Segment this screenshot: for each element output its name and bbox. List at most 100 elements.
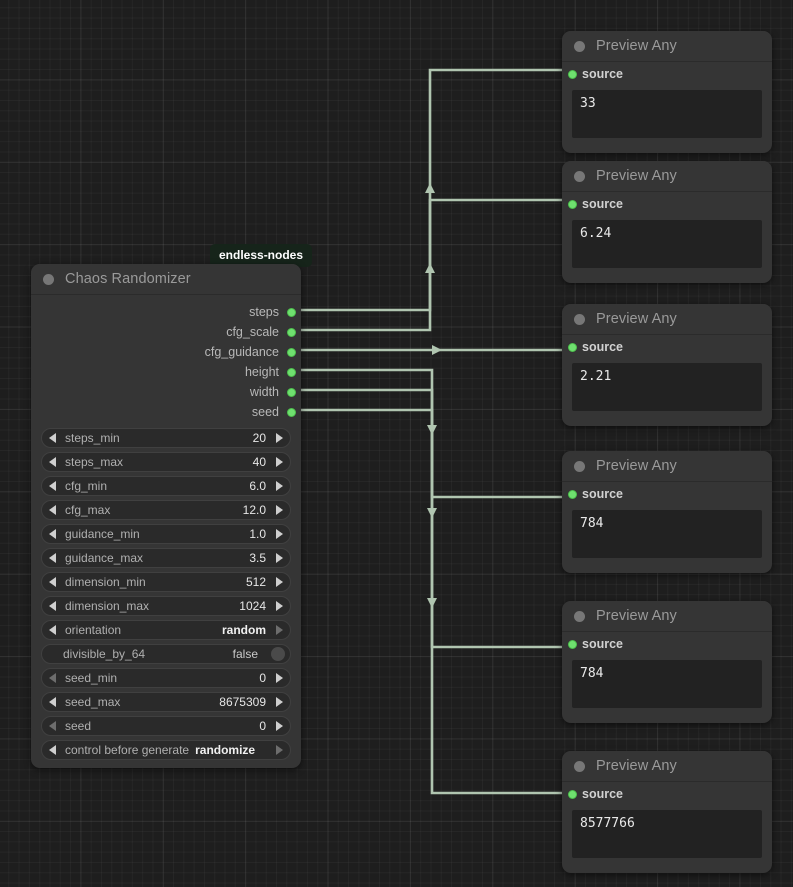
widget-value[interactable]: randomize: [195, 743, 256, 757]
collapse-dot-icon[interactable]: [574, 460, 585, 472]
widget-steps_min[interactable]: steps_min 20: [41, 428, 291, 448]
node-title-bar[interactable]: Preview Any: [562, 31, 772, 62]
output-slot-cfg_scale[interactable]: cfg_scale: [31, 322, 301, 342]
input-slot-dot[interactable]: [568, 342, 577, 352]
decrement-arrow-icon[interactable]: [49, 505, 56, 515]
widget-seed_max[interactable]: seed_max 8675309: [41, 692, 291, 712]
node-preview-any-1[interactable]: Preview Any source 33: [562, 31, 772, 153]
increment-arrow-icon[interactable]: [276, 553, 283, 563]
input-slot-dot[interactable]: [568, 489, 577, 499]
previous-option-arrow-icon[interactable]: [49, 745, 56, 755]
decrement-arrow-icon[interactable]: [49, 577, 56, 587]
node-preview-any-6[interactable]: Preview Any source 8577766: [562, 751, 772, 873]
widget-value[interactable]: 6.0: [249, 479, 266, 493]
node-title-bar[interactable]: Preview Any: [562, 304, 772, 335]
widget-guidance_max[interactable]: guidance_max 3.5: [41, 548, 291, 568]
increment-arrow-icon[interactable]: [276, 457, 283, 467]
increment-arrow-icon[interactable]: [276, 505, 283, 515]
output-slot-steps[interactable]: steps: [31, 302, 301, 322]
decrement-arrow-icon[interactable]: [49, 553, 56, 563]
decrement-arrow-icon[interactable]: [49, 433, 56, 443]
node-title-bar[interactable]: Preview Any: [562, 161, 772, 192]
widget-seed_min[interactable]: seed_min 0: [41, 668, 291, 688]
decrement-arrow-icon[interactable]: [49, 481, 56, 491]
widget-seed[interactable]: seed 0: [41, 716, 291, 736]
node-title-bar[interactable]: Preview Any: [562, 451, 772, 482]
node-preview-any-5[interactable]: Preview Any source 784: [562, 601, 772, 723]
input-slot-source[interactable]: source: [562, 192, 772, 216]
increment-arrow-icon[interactable]: [276, 697, 283, 707]
widget-value[interactable]: 1.0: [249, 527, 266, 541]
increment-arrow-icon[interactable]: [276, 433, 283, 443]
node-preview-any-3[interactable]: Preview Any source 2.21: [562, 304, 772, 426]
decrement-arrow-icon[interactable]: [49, 697, 56, 707]
widget-value[interactable]: 20: [252, 431, 266, 445]
input-slot-dot[interactable]: [568, 789, 577, 799]
widget-divisible_by_64[interactable]: divisible_by_64 false: [41, 644, 291, 664]
widget-value[interactable]: 12.0: [242, 503, 266, 517]
widget-guidance_min[interactable]: guidance_min 1.0: [41, 524, 291, 544]
input-slot-source[interactable]: source: [562, 482, 772, 506]
collapse-dot-icon[interactable]: [574, 313, 585, 325]
node-title-bar[interactable]: Preview Any: [562, 751, 772, 782]
widget-value[interactable]: 0: [259, 671, 266, 685]
input-slot-source[interactable]: source: [562, 782, 772, 806]
output-slot-dot[interactable]: [287, 367, 296, 377]
widget-value[interactable]: 3.5: [249, 551, 266, 565]
output-slot-width[interactable]: width: [31, 382, 301, 402]
collapse-dot-icon[interactable]: [574, 170, 585, 182]
output-slot-cfg_guidance[interactable]: cfg_guidance: [31, 342, 301, 362]
node-title-bar[interactable]: Chaos Randomizer: [31, 264, 301, 295]
output-slot-dot[interactable]: [287, 327, 296, 337]
collapse-dot-icon[interactable]: [574, 610, 585, 622]
decrement-arrow-icon[interactable]: [49, 601, 56, 611]
output-slot-dot[interactable]: [287, 347, 296, 357]
widget-cfg_max[interactable]: cfg_max 12.0: [41, 500, 291, 520]
increment-arrow-icon[interactable]: [276, 529, 283, 539]
increment-arrow-icon[interactable]: [276, 721, 283, 731]
previous-option-arrow-icon[interactable]: [49, 625, 56, 635]
decrement-arrow-icon[interactable]: [49, 457, 56, 467]
increment-arrow-icon[interactable]: [276, 481, 283, 491]
widget-value[interactable]: 0: [259, 719, 266, 733]
widget-value[interactable]: 8675309: [219, 695, 266, 709]
output-slot-dot[interactable]: [287, 307, 296, 317]
node-chaos-randomizer[interactable]: Chaos Randomizer steps cfg_scale cfg_gui…: [31, 264, 301, 768]
input-slot-dot[interactable]: [568, 69, 577, 79]
collapse-dot-icon[interactable]: [574, 760, 585, 772]
node-preview-any-4[interactable]: Preview Any source 784: [562, 451, 772, 573]
decrement-arrow-icon[interactable]: [49, 673, 56, 683]
decrement-arrow-icon[interactable]: [49, 529, 56, 539]
widget-steps_max[interactable]: steps_max 40: [41, 452, 291, 472]
toggle-knob-icon[interactable]: [271, 647, 285, 661]
input-slot-dot[interactable]: [568, 639, 577, 649]
output-slot-dot[interactable]: [287, 387, 296, 397]
collapse-dot-icon[interactable]: [43, 273, 54, 285]
widget-value[interactable]: 1024: [239, 599, 266, 613]
widget-orientation[interactable]: orientation random: [41, 620, 291, 640]
widget-dimension_min[interactable]: dimension_min 512: [41, 572, 291, 592]
input-slot-source[interactable]: source: [562, 62, 772, 86]
widget-control-before-generate[interactable]: control before generate randomize: [41, 740, 291, 760]
collapse-dot-icon[interactable]: [574, 40, 585, 52]
widget-value[interactable]: random: [221, 623, 266, 637]
increment-arrow-icon[interactable]: [276, 577, 283, 587]
input-slot-dot[interactable]: [568, 199, 577, 209]
next-option-arrow-icon[interactable]: [276, 745, 283, 755]
widget-cfg_min[interactable]: cfg_min 6.0: [41, 476, 291, 496]
decrement-arrow-icon[interactable]: [49, 721, 56, 731]
widget-dimension_max[interactable]: dimension_max 1024: [41, 596, 291, 616]
input-slot-source[interactable]: source: [562, 335, 772, 359]
output-slot-seed[interactable]: seed: [31, 402, 301, 422]
next-option-arrow-icon[interactable]: [276, 625, 283, 635]
node-title-bar[interactable]: Preview Any: [562, 601, 772, 632]
widget-value[interactable]: 512: [245, 575, 266, 589]
output-slot-dot[interactable]: [287, 407, 296, 417]
increment-arrow-icon[interactable]: [276, 673, 283, 683]
increment-arrow-icon[interactable]: [276, 601, 283, 611]
output-slot-height[interactable]: height: [31, 362, 301, 382]
widget-value[interactable]: 40: [252, 455, 266, 469]
node-preview-any-2[interactable]: Preview Any source 6.24: [562, 161, 772, 283]
input-slot-source[interactable]: source: [562, 632, 772, 656]
